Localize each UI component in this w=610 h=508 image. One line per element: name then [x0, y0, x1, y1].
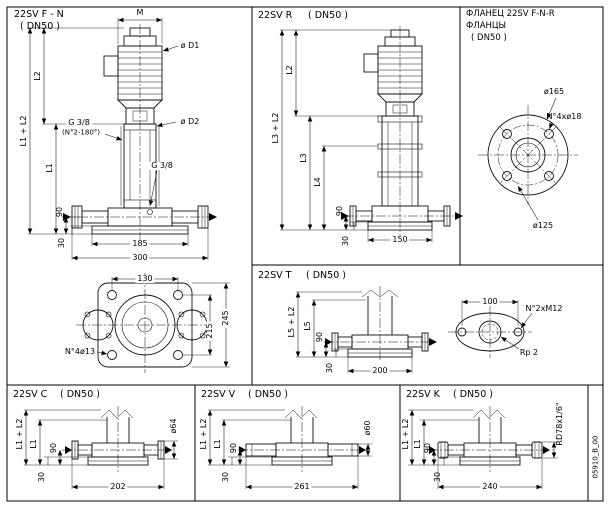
- fn-plan-dim-245: 245: [221, 308, 230, 328]
- c-dim-202: 202: [108, 482, 128, 491]
- fn-dim-185: 185: [130, 239, 150, 248]
- r-dimensions: [279, 26, 456, 243]
- r-dim-l3: L3: [299, 153, 308, 163]
- v-port-size: ø60: [363, 420, 372, 436]
- v-dim-90: 90: [229, 442, 238, 454]
- k-dim-l1: L1: [413, 439, 422, 449]
- c-dimensions: [23, 406, 178, 490]
- t-dim-l5: L5: [303, 321, 312, 331]
- c-dim-90: 90: [49, 442, 58, 454]
- c-port-size: ø64: [169, 418, 178, 434]
- v-title: 22SV V: [201, 389, 236, 400]
- k-dim-30: 30: [433, 471, 442, 483]
- c-view: [65, 409, 172, 466]
- k-dim-240: 240: [480, 482, 500, 491]
- fn-port-g38-bottom: G 3/8: [149, 161, 175, 170]
- fn-dn: ( DN50 ): [20, 21, 60, 32]
- flange-dim-od: ø165: [543, 87, 565, 96]
- fn-dim-l2: L2: [33, 71, 42, 81]
- flange-title-line1: ФЛАНЕЦ 22SV F-N-R: [466, 9, 555, 19]
- v-dim-30: 30: [221, 471, 230, 483]
- k-dim-90: 90: [423, 442, 432, 454]
- t-dn: ( DN50 ): [306, 270, 346, 281]
- fn-title: 22SV F - N: [14, 9, 64, 20]
- r-dim-l3-l2: L3 + L2: [271, 112, 280, 144]
- fn-port-g38-note: (N°2-180°): [59, 128, 103, 137]
- r-title: 22SV R: [258, 10, 293, 21]
- flange-view: [478, 97, 578, 221]
- fn-dim-d1: ø D1: [180, 41, 200, 50]
- k-dim-l1-l2: L1 + L2: [401, 418, 410, 450]
- fn-dimensions: [27, 17, 230, 373]
- c-dim-l1: L1: [29, 439, 38, 449]
- c-title: 22SV C: [13, 389, 48, 400]
- k-view: [429, 409, 550, 466]
- t-oval-holes: N°2xM12: [525, 304, 563, 313]
- flange-bolt-holes: N°4xø18: [546, 112, 582, 121]
- fn-plan-holes: N°4ø13: [62, 347, 98, 356]
- fn-dim-m: M: [136, 8, 144, 17]
- fn-plan-dim-215: 215: [205, 321, 214, 341]
- fn-dim-90: 90: [55, 206, 64, 218]
- t-oval-dim-100: 100: [480, 297, 500, 306]
- fn-plan-dim-130: 130: [135, 274, 155, 283]
- r-dim-l4: L4: [313, 177, 322, 187]
- fn-port-g38-top: G 3/8: [66, 118, 92, 127]
- r-view: [341, 29, 463, 231]
- k-dn: ( DN50 ): [453, 389, 493, 400]
- t-oval-thread: Rp 2: [519, 348, 539, 357]
- fn-dim-300: 300: [130, 253, 150, 262]
- k-dimensions: [408, 406, 558, 490]
- fn-dim-l1-l2: L1 + L2: [19, 115, 28, 147]
- t-oval-flange: [448, 306, 532, 358]
- v-dn: ( DN50 ): [248, 389, 288, 400]
- t-dim-l5-l2: L5 + L2: [287, 306, 296, 338]
- c-dn: ( DN50 ): [60, 389, 100, 400]
- t-dim-90: 90: [315, 331, 324, 343]
- t-dim-30: 30: [325, 362, 334, 374]
- r-dim-30: 30: [341, 235, 350, 247]
- r-dim-90: 90: [335, 205, 344, 217]
- c-dim-30: 30: [37, 471, 46, 483]
- t-dim-200: 200: [370, 366, 390, 375]
- v-dim-l1-l2: L1 + L2: [199, 418, 208, 450]
- fn-dim-d2: ø D2: [180, 117, 200, 126]
- v-view: [239, 409, 366, 466]
- r-dim-l2: L2: [285, 65, 294, 75]
- k-title: 22SV K: [406, 389, 440, 400]
- r-dn: ( DN50 ): [308, 10, 348, 21]
- r-dim-150: 150: [390, 235, 410, 244]
- panel-borders: [6, 6, 604, 502]
- c-dim-l1-l2: L1 + L2: [15, 418, 24, 450]
- flange-dim-bcd: ø125: [532, 221, 554, 230]
- flange-title-line2: ФЛАНЦЫ: [466, 21, 507, 31]
- fn-dim-l1: L1: [45, 163, 54, 173]
- v-dim-l1: L1: [213, 439, 222, 449]
- flange-dn: ( DN50 ): [471, 33, 507, 43]
- v-dim-261: 261: [292, 482, 312, 491]
- k-port-size: RD78x1/6": [555, 402, 564, 446]
- fn-dim-30: 30: [57, 237, 66, 249]
- t-title: 22SV T: [258, 270, 292, 281]
- doc-number: 05910_B_00: [591, 435, 600, 479]
